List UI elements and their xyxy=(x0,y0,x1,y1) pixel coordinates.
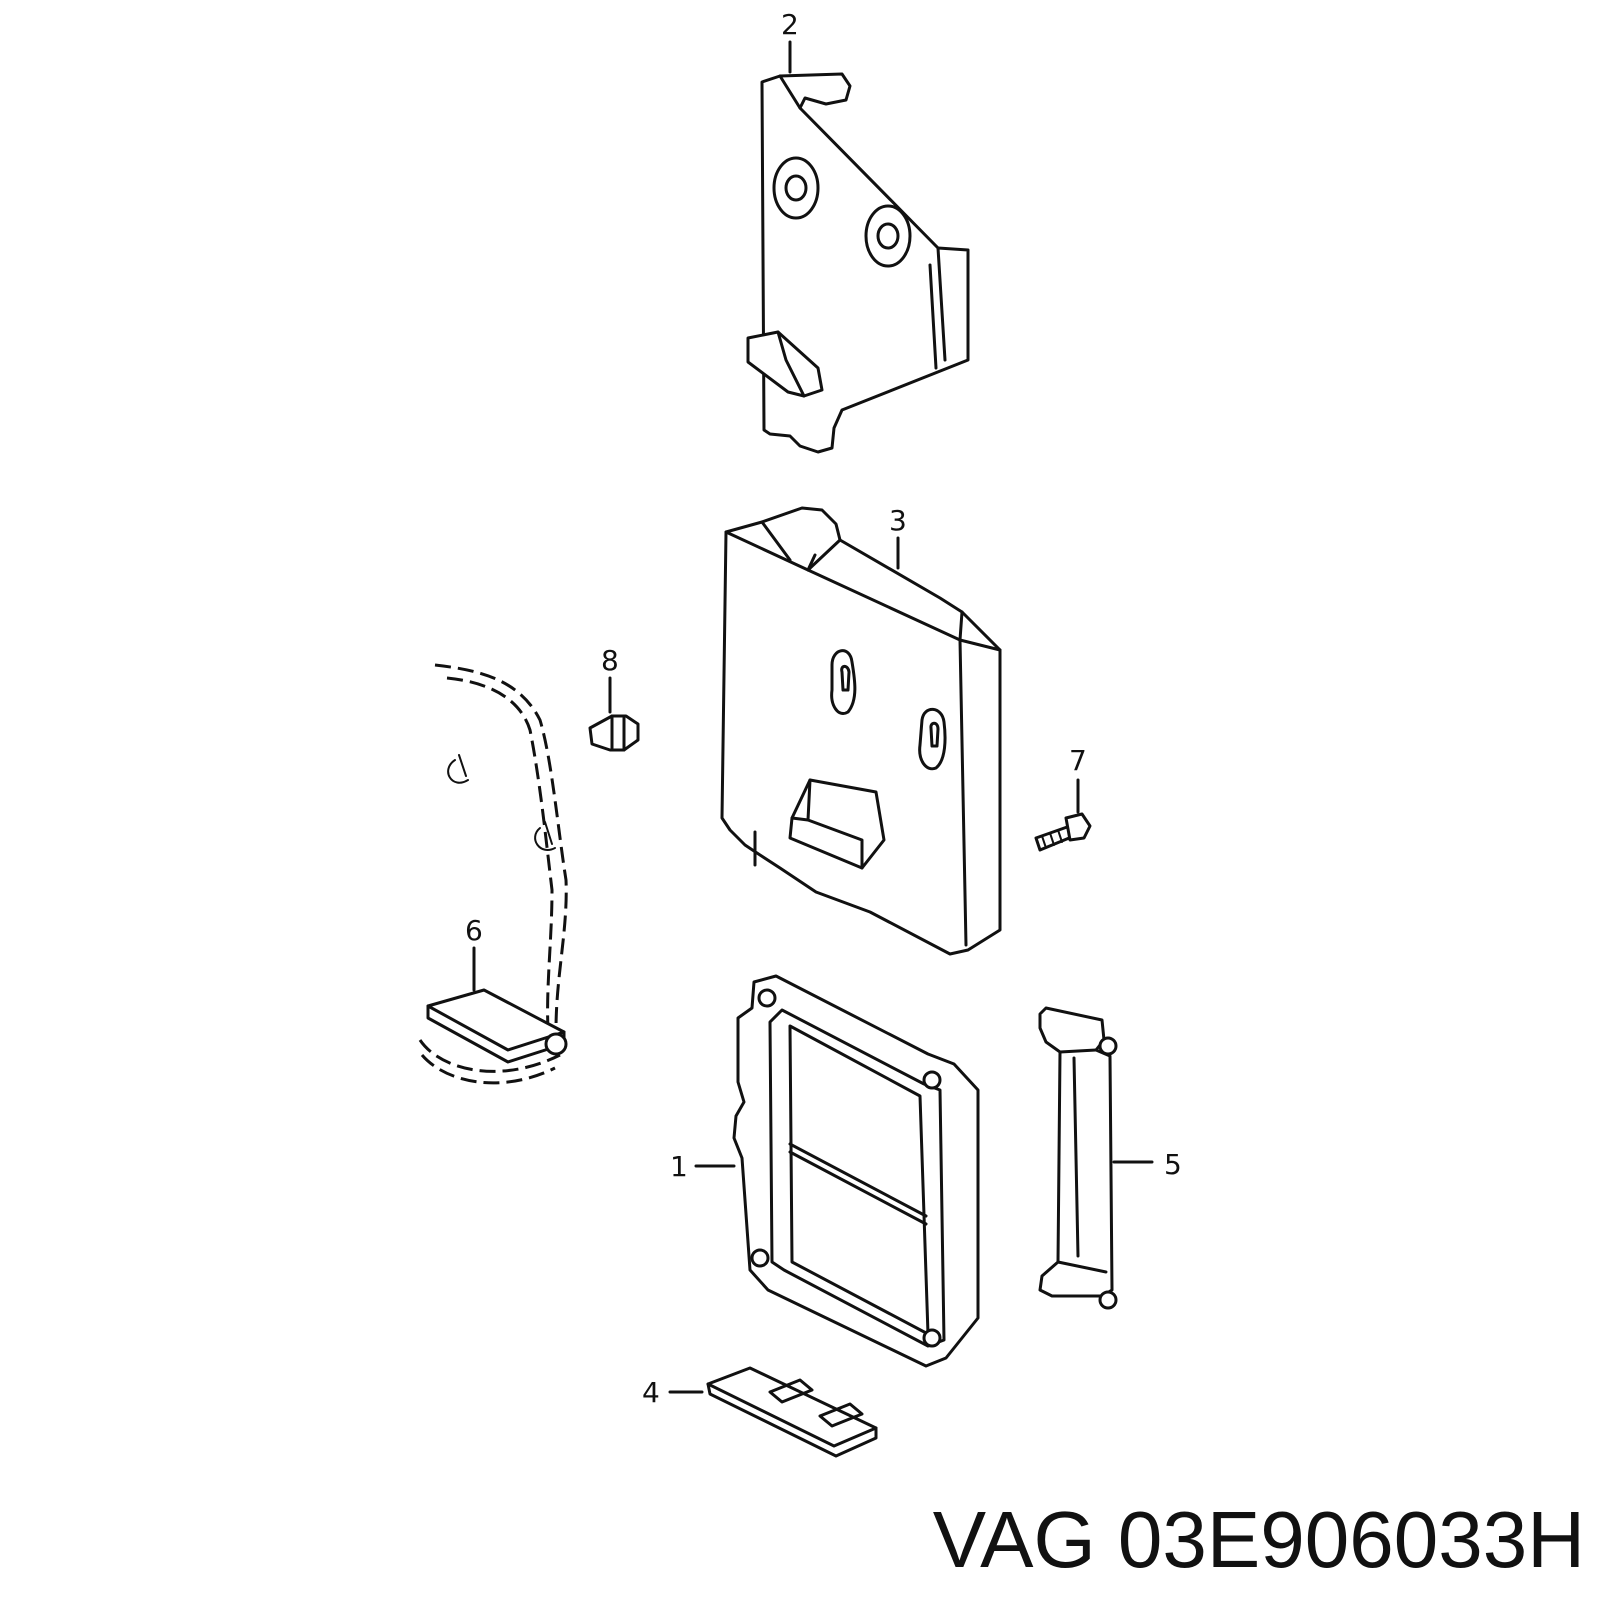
part-2-bracket xyxy=(746,72,970,454)
part-3-control-unit-cover xyxy=(720,506,1002,956)
callout-6: 6 xyxy=(465,914,483,947)
part-5-bracket xyxy=(1038,1006,1118,1310)
part-4-label-strip xyxy=(706,1366,878,1458)
part-1-control-unit xyxy=(732,974,980,1368)
callout-5: 5 xyxy=(1164,1148,1182,1181)
callout-3: 3 xyxy=(889,504,907,537)
part-number-caption: VAG 03E906033H xyxy=(932,1495,1585,1584)
callout-4: 4 xyxy=(642,1376,660,1409)
callout-8: 8 xyxy=(601,644,619,677)
callout-leaders xyxy=(472,40,1154,1394)
part-8-clip xyxy=(588,714,640,752)
part-7-bolt xyxy=(1034,812,1092,852)
callout-labels: 2 3 8 7 6 1 5 4 xyxy=(465,8,1182,1409)
callout-7: 7 xyxy=(1069,744,1087,777)
callout-1: 1 xyxy=(670,1150,688,1183)
dashed-panel-outline xyxy=(418,663,568,1085)
part-6-pad xyxy=(426,988,568,1064)
callout-2: 2 xyxy=(781,8,799,41)
